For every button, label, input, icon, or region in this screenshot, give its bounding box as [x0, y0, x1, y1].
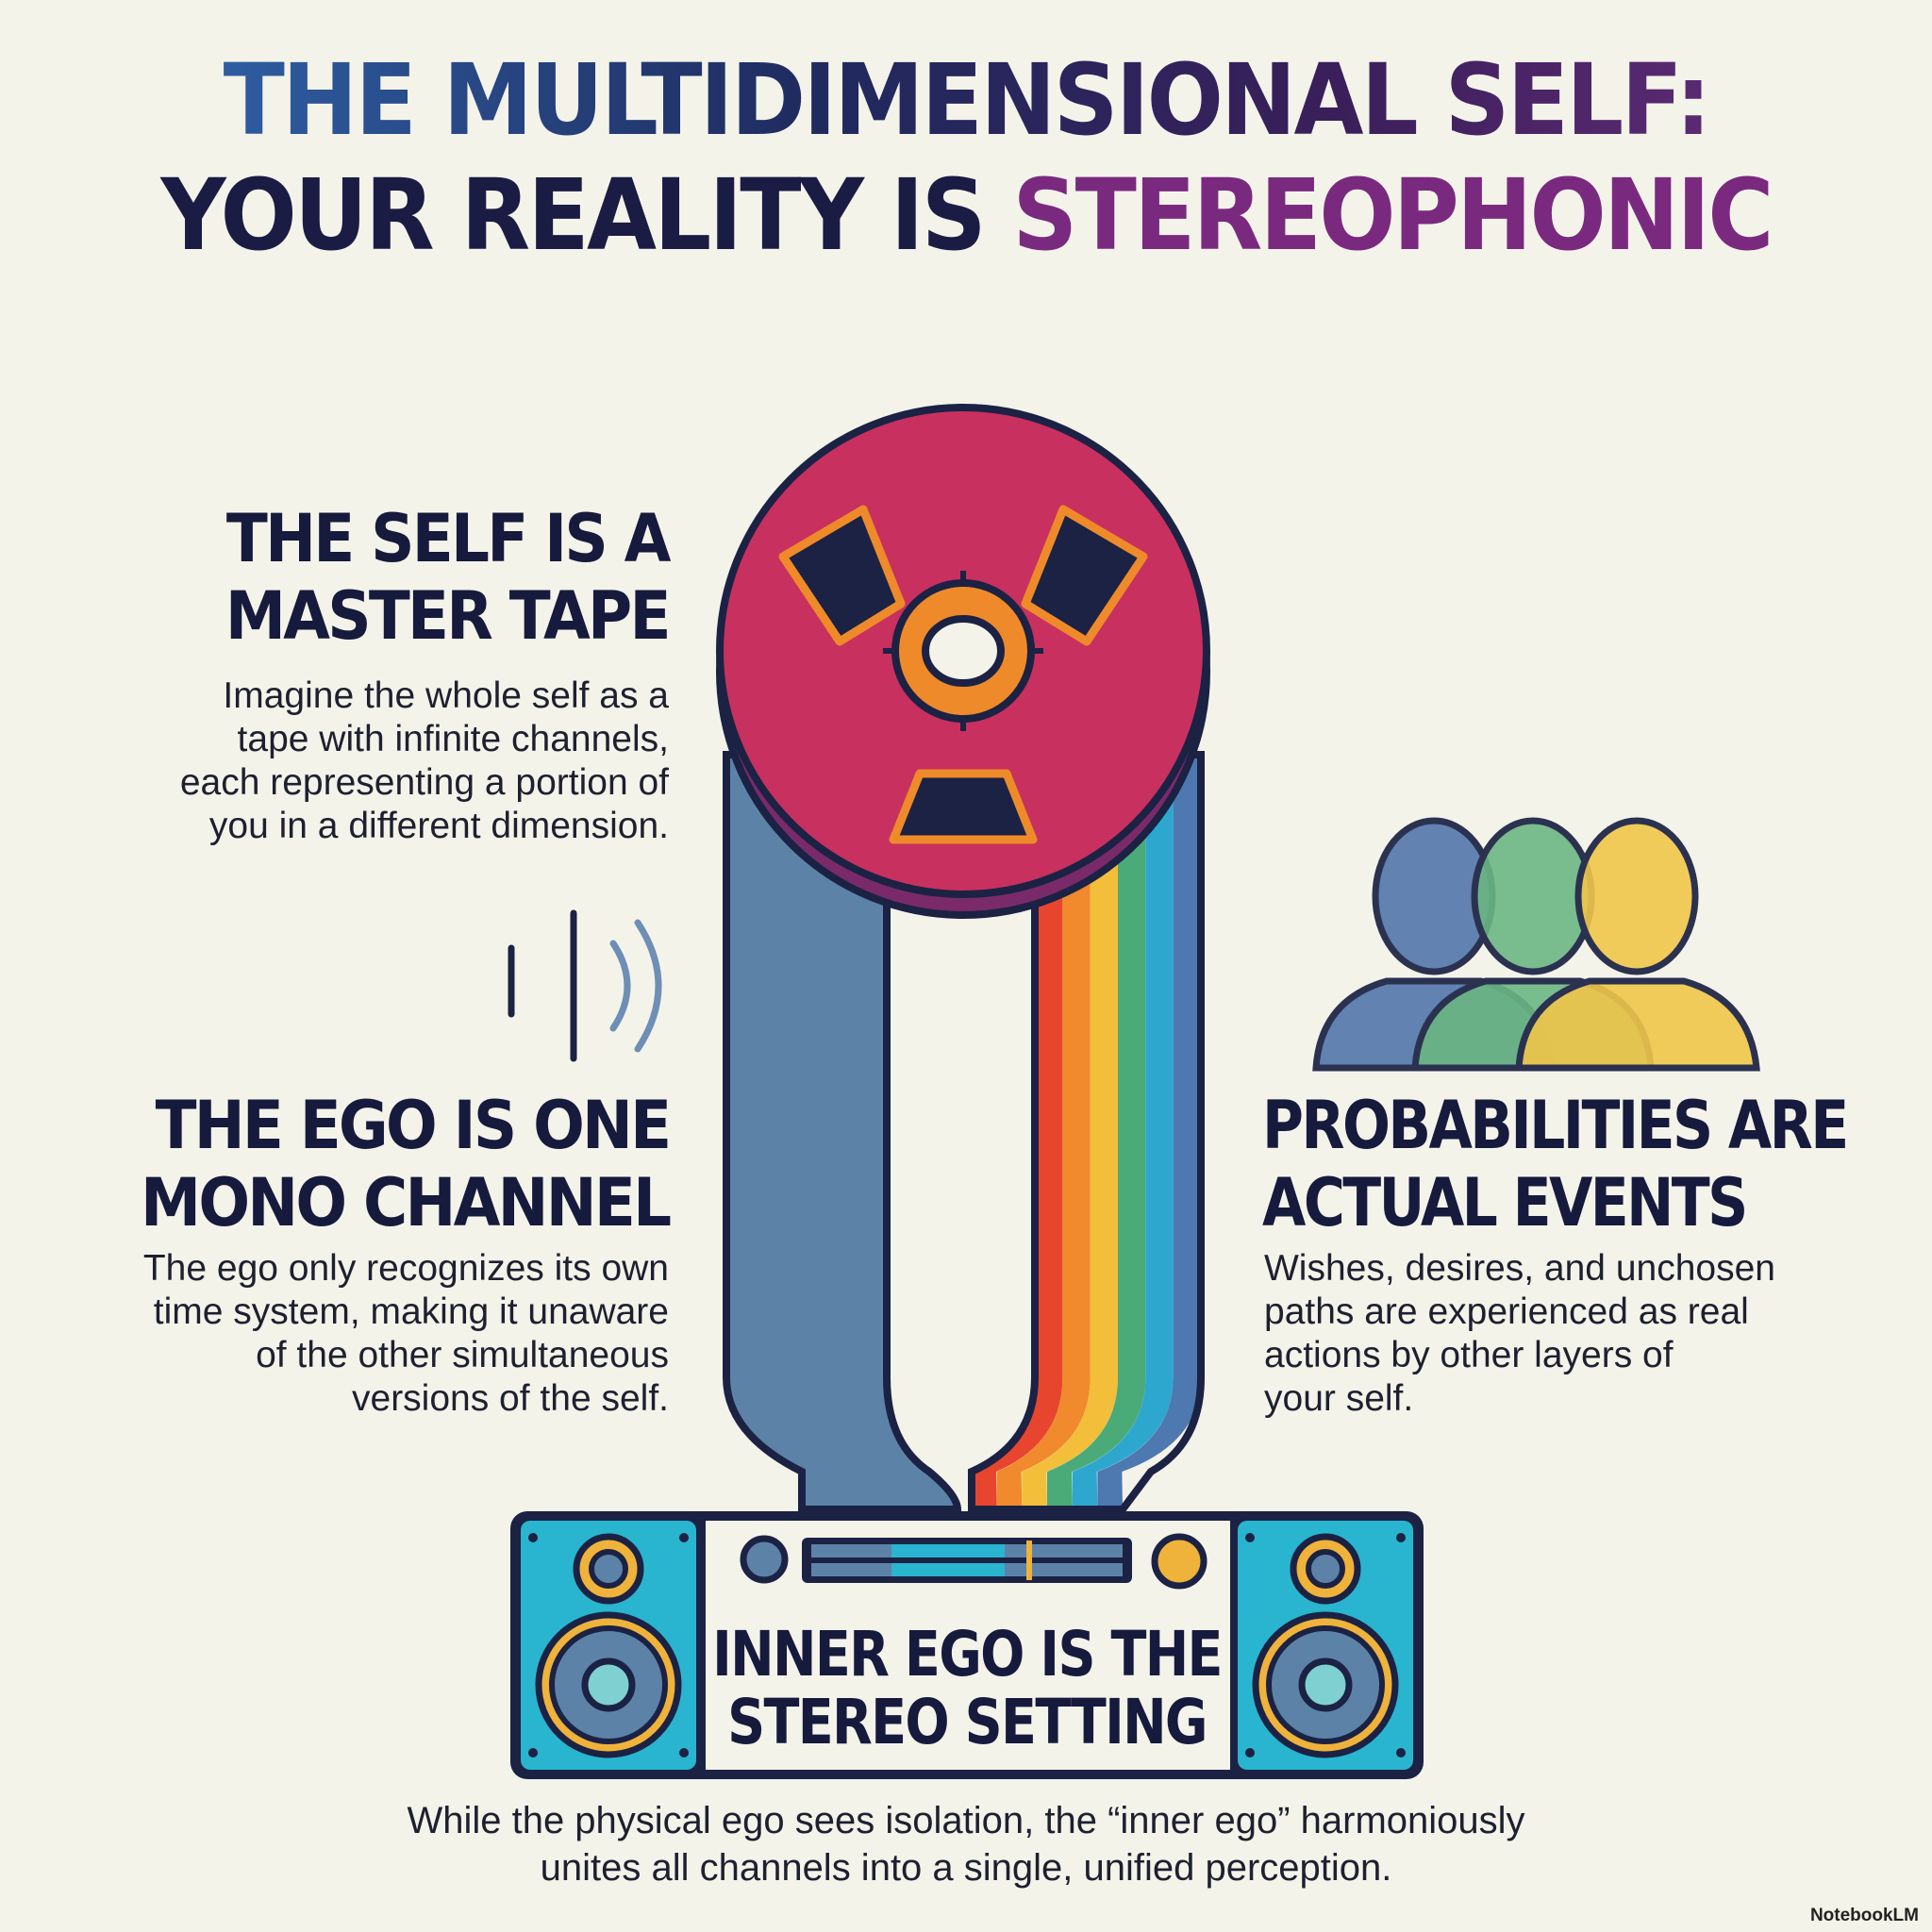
- rainbow-channel: [1097, 755, 1201, 1509]
- people-layers-icon: [1312, 817, 1760, 1072]
- heading-line: MONO CHANNEL: [140, 1164, 672, 1241]
- body-line: Imagine the whole self as a: [223, 675, 669, 716]
- rainbow-channel: [972, 755, 1063, 1509]
- ego-body: The ego only recognizes its own time sys…: [143, 1247, 669, 1421]
- heading-line: STEREO SETTING: [727, 1686, 1208, 1758]
- heading-line: PROBABILITIES ARE: [1262, 1087, 1849, 1164]
- speaker-cone: [1245, 1533, 1406, 1758]
- body-line: your self.: [1264, 1378, 1414, 1419]
- body-line: actions by other layers of: [1264, 1335, 1674, 1375]
- body-line: each representing a portion of: [179, 762, 669, 803]
- speaker-cone: [528, 1533, 689, 1758]
- tape-reel-icon: [716, 404, 1210, 919]
- probabilities-body: Wishes, desires, and unchosen paths are …: [1264, 1247, 1775, 1421]
- body-line: tape with infinite channels,: [237, 719, 669, 759]
- rainbow-channel: [996, 755, 1091, 1509]
- body-line: paths are experienced as real: [1264, 1291, 1749, 1332]
- body-line: unites all channels into a single, unifi…: [540, 1847, 1392, 1889]
- heading-line: ACTUAL EVENTS: [1262, 1164, 1748, 1241]
- ego-heading: THE EGO IS ONE MONO CHANNEL: [140, 1087, 672, 1241]
- sound-wave-icon: [508, 909, 662, 1062]
- probabilities-heading: PROBABILITIES ARE ACTUAL EVENTS: [1262, 1087, 1849, 1241]
- title-accent: STEREOPHONIC: [1012, 158, 1774, 273]
- heading-line: THE SELF IS A: [226, 500, 672, 577]
- brand-label: NotebookLM: [1809, 1906, 1919, 1925]
- heading-line: THE EGO IS ONE: [155, 1087, 672, 1164]
- body-line: The ego only recognizes its own: [142, 1248, 669, 1289]
- rainbow-channel: [1022, 755, 1118, 1509]
- body-line: of the other simultaneous: [256, 1335, 669, 1375]
- mono-tape-strip: [723, 751, 962, 1513]
- inner-ego-body: While the physical ego sees isolation, t…: [0, 1797, 1932, 1891]
- rainbow-tape-strip: [968, 751, 1205, 1513]
- body-line: time system, making it unaware: [153, 1291, 669, 1332]
- inner-ego-heading: INNER EGO IS THE STEREO SETTING: [712, 1618, 1223, 1758]
- body-line: versions of the self.: [352, 1378, 669, 1419]
- master-tape-heading: THE SELF IS A MASTER TAPE: [225, 500, 672, 655]
- title-line-1: THE MULTIDIMENSIONAL SELF:: [223, 42, 1711, 158]
- title-prefix: YOUR REALITY IS: [160, 158, 986, 273]
- title-line-2: YOUR REALITY IS STEREOPHONIC: [160, 162, 1774, 268]
- rainbow-channel: [1072, 755, 1174, 1509]
- master-tape-body: Imagine the whole self as a tape with in…: [180, 675, 669, 848]
- heading-line: INNER EGO IS THE: [712, 1618, 1223, 1690]
- body-line: Wishes, desires, and unchosen: [1264, 1248, 1775, 1289]
- heading-line: MASTER TAPE: [225, 577, 672, 655]
- stereo-speaker-icon: [510, 1511, 1424, 1779]
- rainbow-channel: [1047, 755, 1146, 1509]
- body-line: While the physical ego sees isolation, t…: [407, 1800, 1525, 1841]
- body-line: you in a different dimension.: [208, 806, 669, 846]
